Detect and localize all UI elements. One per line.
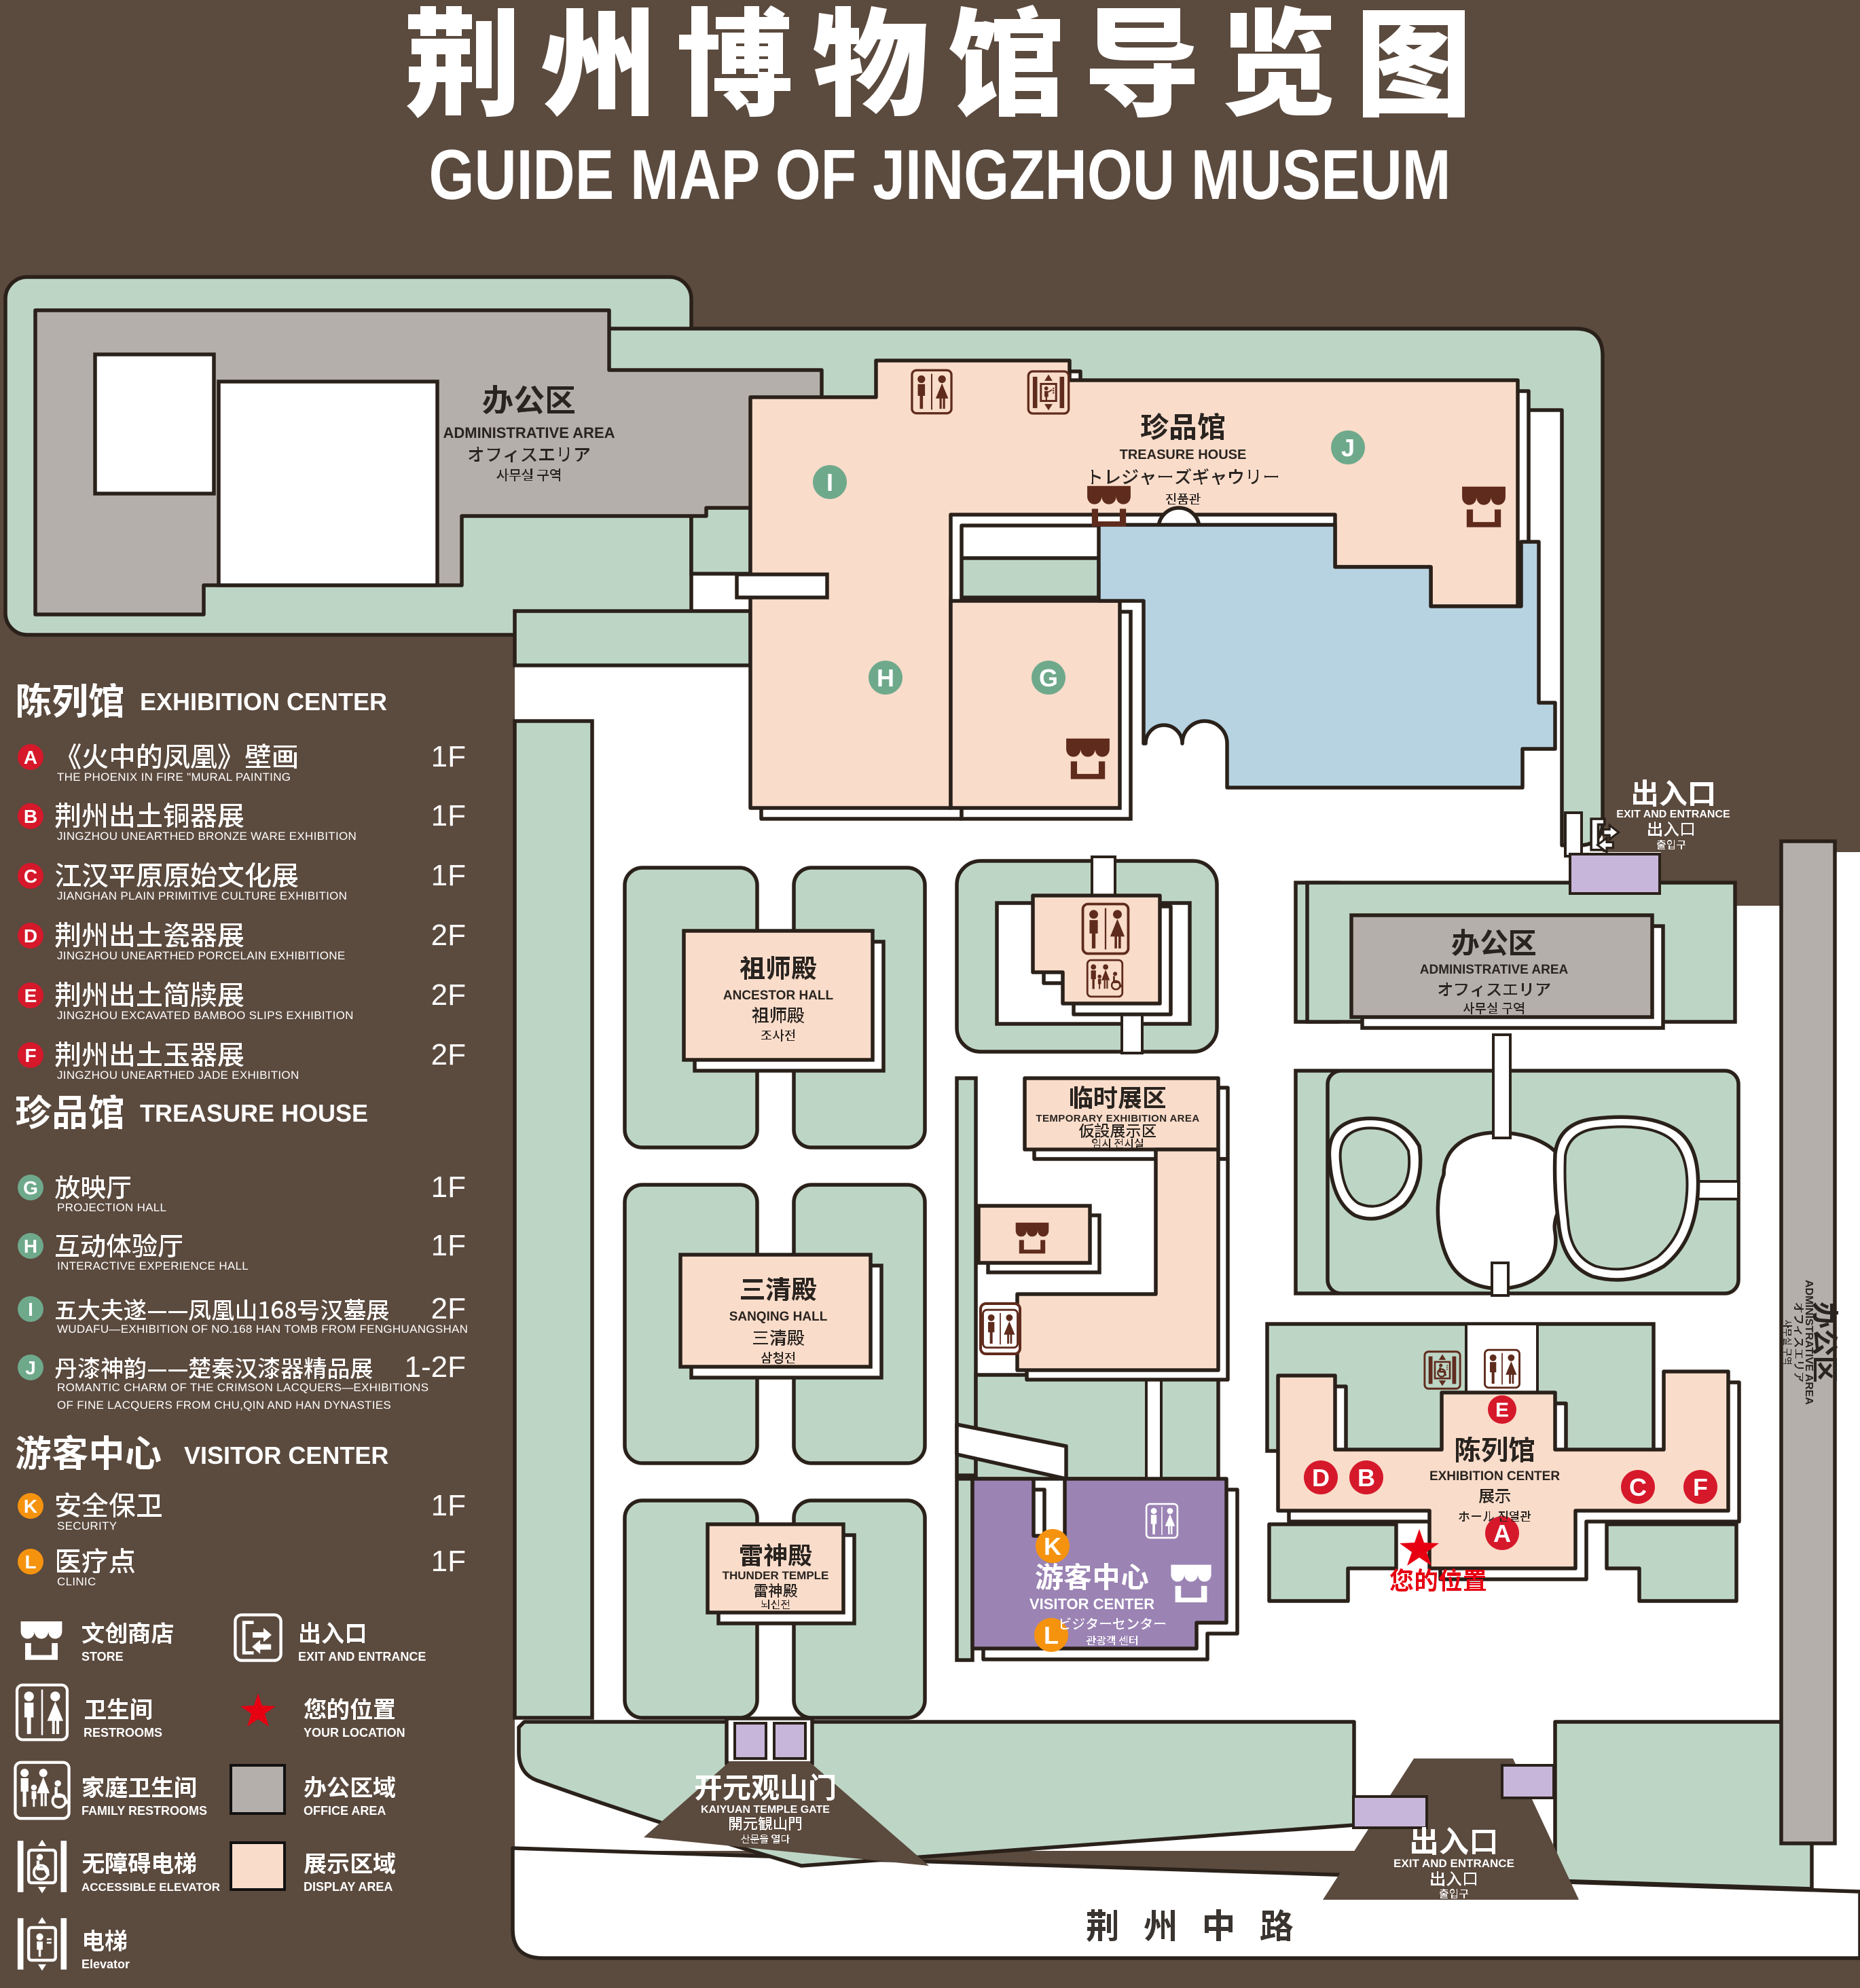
svg-text:J: J	[1341, 434, 1355, 462]
svg-text:PROJECTION HALL: PROJECTION HALL	[57, 1201, 166, 1214]
svg-text:THE PHOENIX IN FIRE "MURAL PAI: THE PHOENIX IN FIRE "MURAL PAINTING	[57, 771, 291, 784]
svg-text:ACCESSIBLE ELEVATOR: ACCESSIBLE ELEVATOR	[81, 1881, 220, 1894]
svg-text:EXIT AND ENTRANCE: EXIT AND ENTRANCE	[298, 1650, 426, 1663]
svg-text:J: J	[25, 1357, 36, 1378]
svg-text:2F: 2F	[431, 1038, 466, 1071]
svg-text:F: F	[1693, 1473, 1708, 1501]
svg-text:INTERACTIVE EXPERIENCE HALL: INTERACTIVE EXPERIENCE HALL	[57, 1259, 249, 1272]
svg-text:EXIT AND ENTRANCE: EXIT AND ENTRANCE	[1616, 809, 1730, 820]
svg-text:1F: 1F	[431, 859, 466, 892]
svg-text:FAMILY RESTROOMS: FAMILY RESTROOMS	[81, 1804, 207, 1818]
svg-text:SANQING HALL: SANQING HALL	[729, 1310, 828, 1324]
svg-text:1-2F: 1-2F	[405, 1350, 466, 1384]
svg-text:C: C	[24, 866, 37, 887]
svg-text:WUDAFU—EXHIBITION OF NO.168 HA: WUDAFU—EXHIBITION OF NO.168 HAN TOMB FRO…	[57, 1323, 468, 1336]
svg-text:A: A	[24, 747, 37, 768]
svg-text:L: L	[24, 1551, 36, 1572]
svg-text:G: G	[1039, 664, 1058, 692]
svg-text:CLINIC: CLINIC	[57, 1575, 96, 1588]
svg-text:EXHIBITION CENTER: EXHIBITION CENTER	[140, 688, 387, 716]
svg-text:B: B	[1357, 1464, 1375, 1492]
svg-text:2F: 2F	[431, 1292, 466, 1325]
svg-text:2F: 2F	[431, 919, 466, 952]
svg-text:1F: 1F	[431, 740, 466, 773]
svg-text:H: H	[24, 1236, 37, 1257]
svg-text:I: I	[826, 468, 833, 496]
svg-text:C: C	[1629, 1473, 1647, 1501]
svg-text:RESTROOMS: RESTROOMS	[84, 1726, 162, 1740]
svg-text:TREASURE HOUSE: TREASURE HOUSE	[1120, 447, 1247, 462]
svg-text:OFFICE AREA: OFFICE AREA	[304, 1804, 386, 1818]
svg-text:K: K	[1044, 1532, 1061, 1560]
svg-text:H: H	[877, 664, 894, 692]
svg-text:ANCESTOR HALL: ANCESTOR HALL	[723, 989, 834, 1003]
svg-text:ADMINISTRATIVE AREA: ADMINISTRATIVE AREA	[443, 424, 615, 441]
svg-text:B: B	[24, 806, 37, 827]
svg-text:JINGZHOU UNEARTHED BRONZE WARE: JINGZHOU UNEARTHED BRONZE WARE EXHIBITIO…	[57, 830, 357, 843]
svg-text:ADMINISTRATIVE AREA: ADMINISTRATIVE AREA	[1803, 1280, 1815, 1405]
svg-text:VISITOR CENTER: VISITOR CENTER	[1029, 1596, 1154, 1613]
svg-text:1F: 1F	[431, 799, 466, 832]
svg-text:TREASURE HOUSE: TREASURE HOUSE	[140, 1099, 368, 1127]
svg-text:D: D	[1312, 1464, 1330, 1492]
svg-text:Elevator: Elevator	[81, 1957, 130, 1971]
svg-text:F: F	[24, 1045, 36, 1066]
svg-text:I: I	[28, 1299, 33, 1320]
svg-text:JIANGHAN PLAIN PRIMITIVE CULTU: JIANGHAN PLAIN PRIMITIVE CULTURE EXHIBIT…	[57, 889, 347, 902]
svg-text:ADMINISTRATIVE AREA: ADMINISTRATIVE AREA	[1420, 963, 1569, 977]
svg-text:K: K	[24, 1496, 37, 1517]
svg-text:JINGZHOU UNEARTHED JADE EXHIBI: JINGZHOU UNEARTHED JADE EXHIBITION	[57, 1069, 299, 1082]
svg-text:ROMANTIC CHARM OF THE CRIMSON: ROMANTIC CHARM OF THE CRIMSON LACQUERS—E…	[57, 1381, 428, 1394]
svg-text:1F: 1F	[431, 1545, 466, 1578]
svg-text:1F: 1F	[431, 1229, 466, 1262]
svg-text:DISPLAY AREA: DISPLAY AREA	[304, 1880, 393, 1894]
svg-text:KAIYUAN TEMPLE GATE: KAIYUAN TEMPLE GATE	[701, 1804, 830, 1816]
svg-text:VISITOR CENTER: VISITOR CENTER	[184, 1441, 388, 1469]
svg-text:L: L	[1044, 1621, 1059, 1649]
svg-text:STORE: STORE	[81, 1650, 124, 1663]
svg-text:GUIDE MAP OF JINGZHOU MUSEUM: GUIDE MAP OF JINGZHOU MUSEUM	[429, 136, 1451, 215]
svg-text:E: E	[24, 985, 37, 1006]
svg-text:OF FINE LACQUERS FROM CHU,QIN: OF FINE LACQUERS FROM CHU,QIN AND HAN DY…	[57, 1399, 391, 1412]
svg-text:TEMPORARY EXHIBITION AREA: TEMPORARY EXHIBITION AREA	[1036, 1113, 1199, 1124]
svg-text:EXIT AND ENTRANCE: EXIT AND ENTRANCE	[1393, 1857, 1514, 1870]
svg-text:G: G	[23, 1177, 38, 1198]
svg-text:JINGZHOU UNEARTHED PORCELAIN E: JINGZHOU UNEARTHED PORCELAIN EXHIBITIONE	[57, 949, 345, 962]
svg-text:THUNDER TEMPLE: THUNDER TEMPLE	[723, 1569, 829, 1582]
svg-text:A: A	[1493, 1520, 1511, 1547]
svg-text:1F: 1F	[431, 1171, 466, 1204]
svg-text:D: D	[24, 925, 37, 946]
svg-text:EXHIBITION CENTER: EXHIBITION CENTER	[1429, 1469, 1560, 1484]
svg-text:E: E	[1495, 1399, 1509, 1422]
svg-text:SECURITY: SECURITY	[57, 1520, 117, 1532]
svg-text:1F: 1F	[431, 1489, 466, 1522]
svg-text:2F: 2F	[431, 978, 466, 1012]
svg-text:YOUR LOCATION: YOUR LOCATION	[304, 1726, 405, 1740]
svg-text:JINGZHOU EXCAVATED BAMBOO SLIP: JINGZHOU EXCAVATED BAMBOO SLIPS EXHIBITI…	[57, 1009, 354, 1022]
